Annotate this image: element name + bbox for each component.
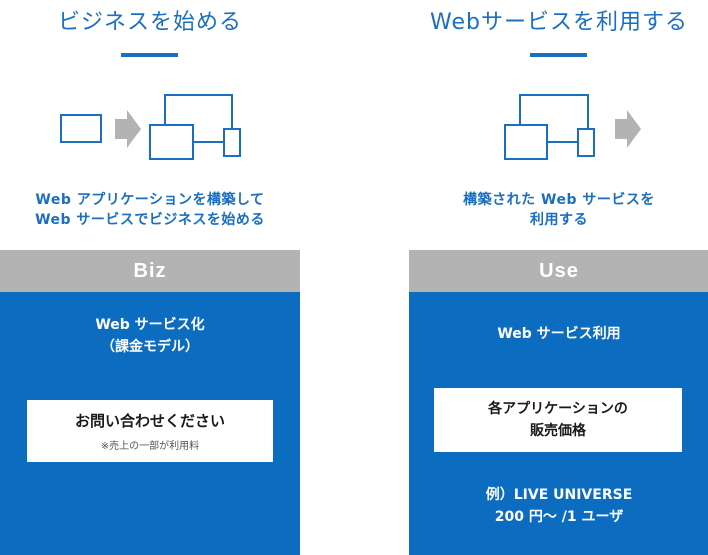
use-description: 構築された Web サービスを 利用する: [409, 190, 708, 230]
use-panel-title-text: Web サービス利用: [497, 326, 621, 342]
multi-device-icon: [149, 94, 241, 160]
sales-price-line1: 各アプリケーションの: [488, 401, 628, 417]
price-example-line2: 200 円〜 /1 ユーザ: [494, 509, 624, 525]
revenue-share-note: ※売上の一部が利用料: [100, 441, 200, 452]
multi-device-icon: [504, 94, 595, 160]
biz-description: Web アプリケーションを構築して Web サービスでビジネスを始める: [0, 190, 300, 230]
biz-panel: Web サービス化 （課金モデル） お問い合わせください ※売上の一部が利用料: [0, 292, 300, 555]
use-heading: Webサービスを利用する: [430, 10, 688, 35]
price-example-line1: 例）LIVE UNIVERSE: [485, 487, 633, 503]
arrow-right-icon: [615, 110, 641, 148]
use-tag: Use: [409, 250, 708, 292]
build-service-illustration: [60, 94, 241, 160]
biz-heading-rule: [121, 53, 178, 57]
use-desc-line1: 構築された Web サービスを: [463, 192, 655, 208]
biz-tag: Biz: [0, 250, 300, 292]
sales-price-line2: 販売価格: [530, 423, 586, 439]
use-desc-line2: 利用する: [530, 212, 588, 228]
biz-desc-line1: Web アプリケーションを構築して: [35, 192, 265, 208]
use-heading-rule: [530, 53, 587, 57]
biz-desc-line2: Web サービスでビジネスを始める: [35, 212, 265, 228]
biz-panel-title-line1: Web サービス化: [95, 317, 205, 333]
app-screen-icon: [60, 114, 102, 143]
biz-heading: ビジネスを始める: [57, 10, 242, 35]
contact-us-button[interactable]: お問い合わせください ※売上の一部が利用料: [27, 400, 273, 462]
contact-us-label: お問い合わせください: [74, 412, 225, 430]
price-example: 例）LIVE UNIVERSE 200 円〜 /1 ユーザ: [409, 484, 708, 528]
biz-panel-title: Web サービス化 （課金モデル）: [0, 314, 300, 358]
use-service-illustration: [504, 94, 641, 160]
use-column: Webサービスを利用する 構築された Web サービスを 利用する Use We…: [409, 0, 708, 555]
arrow-right-icon: [115, 110, 141, 148]
use-panel: Web サービス利用 各アプリケーションの 販売価格 例）LIVE UNIVER…: [409, 292, 708, 555]
biz-column: ビジネスを始める Web アプリケーションを構築して Web サービスでビジネス…: [0, 0, 300, 555]
use-panel-title: Web サービス利用: [409, 323, 708, 345]
biz-panel-title-line2: （課金モデル）: [101, 339, 199, 355]
sales-price-box: 各アプリケーションの 販売価格: [434, 388, 682, 452]
